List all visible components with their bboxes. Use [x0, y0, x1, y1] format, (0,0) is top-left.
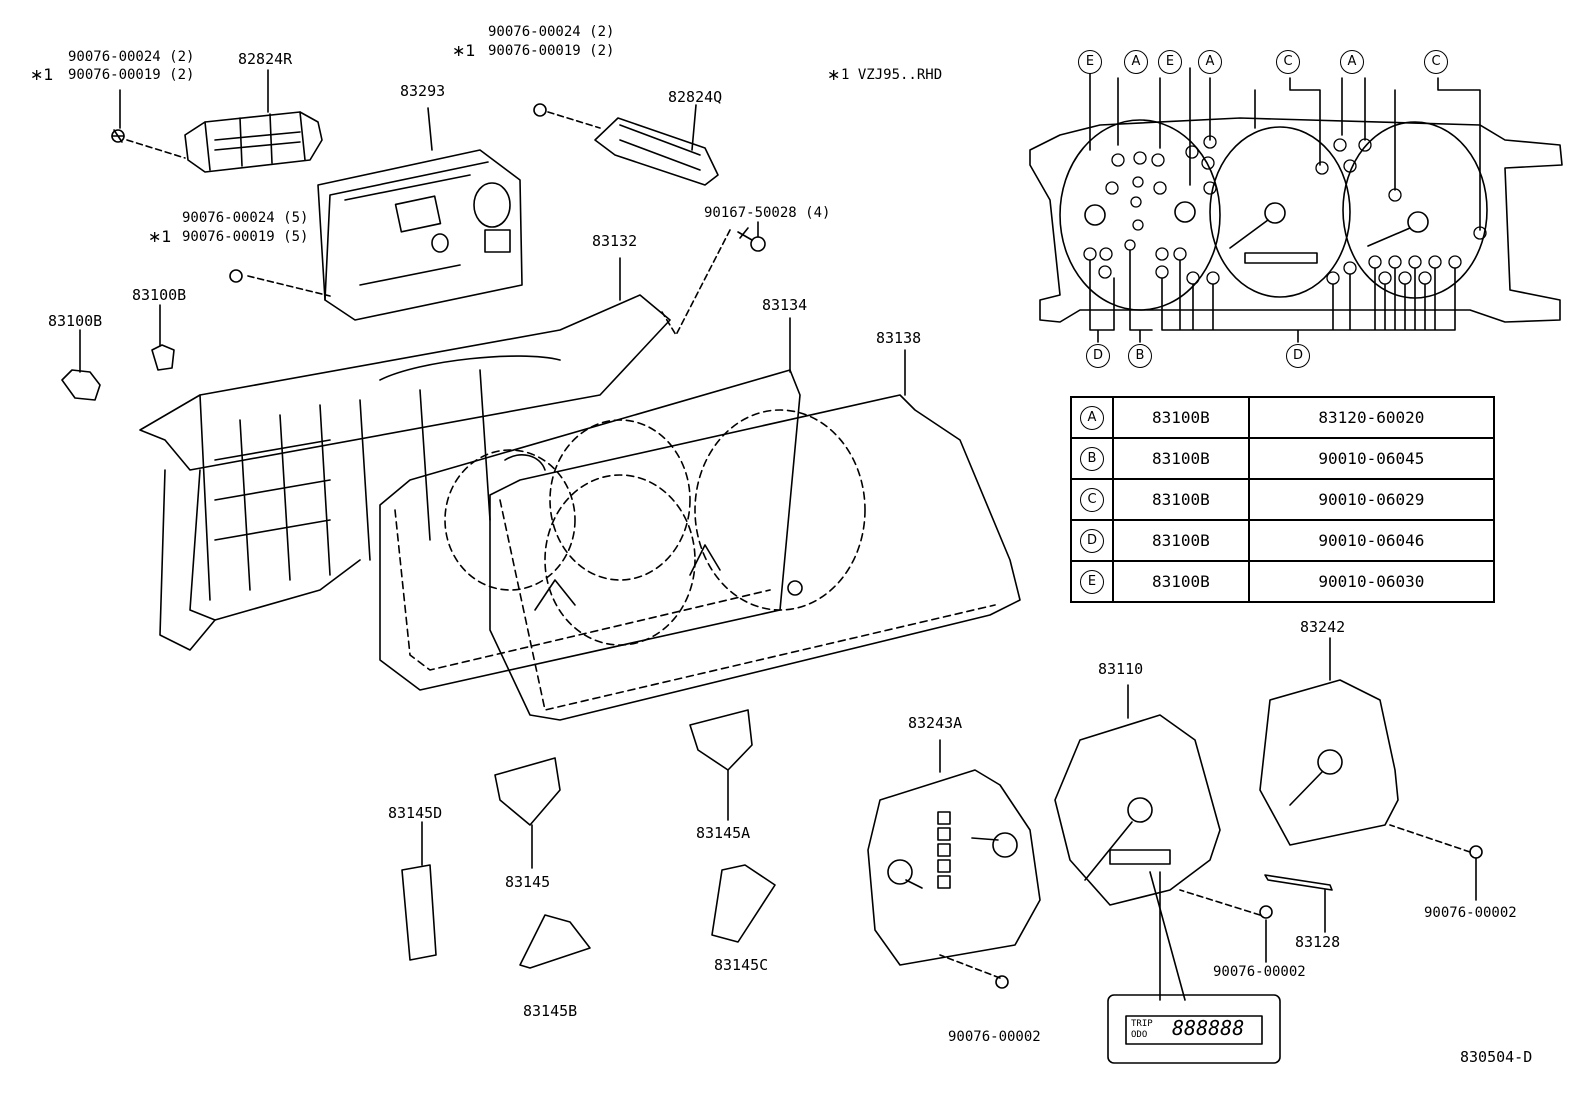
label-83145B: 83145B: [523, 1002, 578, 1020]
label-screw-83242: 90076-00002: [1424, 905, 1517, 921]
speedometer-83110-drawing: [1054, 684, 1273, 1001]
code-key: E: [1080, 569, 1104, 594]
label-83110: 83110: [1098, 660, 1144, 678]
label-83128: 83128: [1295, 933, 1341, 951]
callout-A-2: A: [1198, 50, 1222, 74]
note-vzj95: 1 VZJ95..RHD: [841, 67, 943, 83]
code-part: 83100B: [1112, 560, 1250, 603]
code-part: 83100B: [1112, 478, 1250, 521]
code-key-cell: D: [1070, 519, 1114, 562]
code-number: 90010-06046: [1247, 519, 1496, 562]
odometer-display-drawing: [1107, 994, 1281, 1064]
housing-83132-drawing: [139, 257, 671, 651]
callout-D-2: D: [1286, 344, 1310, 368]
odo-digits: 888888: [1172, 1016, 1245, 1040]
label-83242: 83242: [1300, 618, 1346, 636]
connector-82824R-drawing: [111, 69, 323, 173]
label-83243A: 83243A: [908, 714, 963, 732]
code-number: 90010-06030: [1247, 560, 1496, 603]
code-key: B: [1080, 446, 1104, 471]
label-83134: 83134: [762, 296, 808, 314]
diagram-id: 830504-D: [1460, 1048, 1533, 1066]
label-screw-83243A: 90076-00002: [948, 1029, 1041, 1045]
note-star-3: ∗1: [148, 227, 172, 246]
dial-83243A-drawing: [867, 739, 1041, 989]
bulb-layout-drawing: [1029, 67, 1563, 343]
code-key: C: [1080, 487, 1104, 512]
note-star-legend: ∗: [827, 65, 841, 84]
label-83100B-right: 83100B: [132, 286, 187, 304]
label-screw-2-bottom: 90076-00019 (2): [488, 43, 615, 59]
callout-E-2: E: [1158, 50, 1182, 74]
code-number: 83120-60020: [1247, 396, 1496, 439]
note-star-1: ∗1: [30, 65, 54, 84]
small-plates-drawing: [401, 709, 776, 969]
callout-E-1: E: [1078, 50, 1102, 74]
case-83134-drawing: [379, 317, 801, 691]
code-key-cell: C: [1070, 478, 1114, 521]
callout-D-1: D: [1086, 344, 1110, 368]
callout-A-3: A: [1340, 50, 1364, 74]
code-key: D: [1080, 528, 1104, 553]
label-screw-1-top: 90076-00024 (2): [68, 49, 195, 65]
label-83132: 83132: [592, 232, 638, 250]
callout-B-1: B: [1128, 344, 1152, 368]
callout-A-1: A: [1124, 50, 1148, 74]
label-83293: 83293: [400, 82, 446, 100]
screw-90167-drawing: [661, 221, 766, 336]
code-part: 83100B: [1112, 519, 1250, 562]
label-83100B-left: 83100B: [48, 312, 103, 330]
label-screw-90167: 90167-50028 (4): [704, 205, 831, 221]
label-82824R: 82824R: [238, 50, 293, 68]
label-83145: 83145: [505, 873, 551, 891]
label-screw-1-bottom: 90076-00019 (2): [68, 67, 195, 83]
circuit-board-83293-drawing: [229, 107, 523, 321]
code-part: 83100B: [1112, 437, 1250, 480]
label-screw-3-top: 90076-00024 (5): [182, 210, 309, 226]
label-screw-2-top: 90076-00024 (2): [488, 24, 615, 40]
label-82824Q: 82824Q: [668, 88, 723, 106]
code-number: 90010-06045: [1247, 437, 1496, 480]
code-key-cell: B: [1070, 437, 1114, 480]
code-key-cell: E: [1070, 560, 1114, 603]
label-screw-3-bottom: 90076-00019 (5): [182, 229, 309, 245]
sockets-83100B-drawing: [61, 304, 175, 401]
odo-odo-label: ODO: [1131, 1030, 1148, 1040]
connector-82824Q-drawing: [533, 103, 719, 186]
code-number: 90010-06029: [1247, 478, 1496, 521]
label-screw-83110: 90076-00002: [1213, 964, 1306, 980]
label-83138: 83138: [876, 329, 922, 347]
label-83145C: 83145C: [714, 956, 769, 974]
code-key: A: [1080, 405, 1104, 430]
callout-C-2: C: [1424, 50, 1448, 74]
odo-trip-label: TRIP: [1131, 1019, 1153, 1029]
code-part: 83100B: [1112, 396, 1250, 439]
note-star-2: ∗1: [452, 41, 476, 60]
glass-83138-drawing: [489, 349, 1021, 721]
tachometer-83242-drawing: [1259, 637, 1483, 933]
code-key-cell: A: [1070, 396, 1114, 439]
callout-C-1: C: [1276, 50, 1300, 74]
label-83145D: 83145D: [388, 804, 443, 822]
label-83145A: 83145A: [696, 824, 751, 842]
